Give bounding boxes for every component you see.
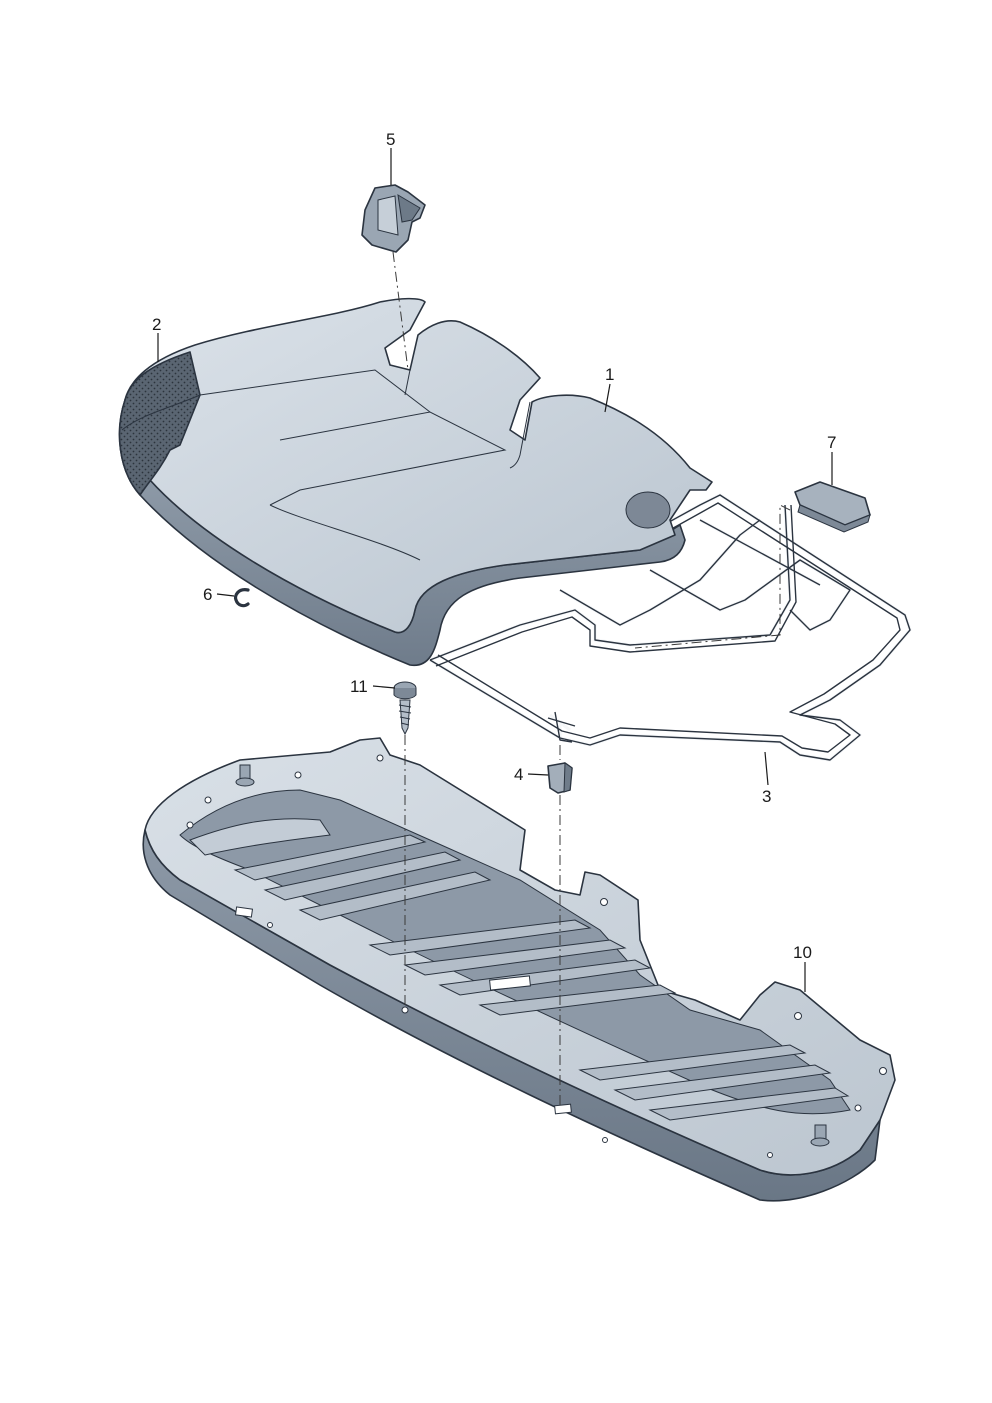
assembly-guide-lines: [392, 251, 791, 1108]
callout-part-7[interactable]: 7: [827, 433, 836, 452]
callout-part-3[interactable]: 3: [762, 787, 771, 806]
screw-part-11: [393, 681, 417, 736]
sensor-module-part-7: [794, 481, 871, 533]
callout-part-11[interactable]: 11: [350, 677, 368, 696]
seat-pan-studs: [235, 764, 830, 1147]
wire-frame-part-3: [429, 493, 912, 762]
callout-part-1[interactable]: 1: [605, 365, 614, 384]
callout-labels: 5 2 1 7 6 11 4 3 10: [152, 130, 836, 962]
clip-part-4: [547, 762, 573, 794]
seat-cushion-part-1: [118, 297, 713, 666]
seat-pan-ribs: [233, 834, 850, 1121]
callout-part-5[interactable]: 5: [386, 130, 395, 149]
callout-part-6[interactable]: 6: [203, 585, 212, 604]
callout-part-2[interactable]: 2: [152, 315, 161, 334]
callout-leaders: [157, 148, 833, 992]
callout-part-10[interactable]: 10: [793, 943, 812, 962]
fabric-patch-part-2: [118, 351, 201, 496]
hook-clip-part-5: [361, 184, 426, 253]
callout-part-4[interactable]: 4: [514, 765, 523, 784]
seat-pan-part-10: [142, 737, 896, 1202]
c-clip-part-6: [233, 588, 250, 608]
